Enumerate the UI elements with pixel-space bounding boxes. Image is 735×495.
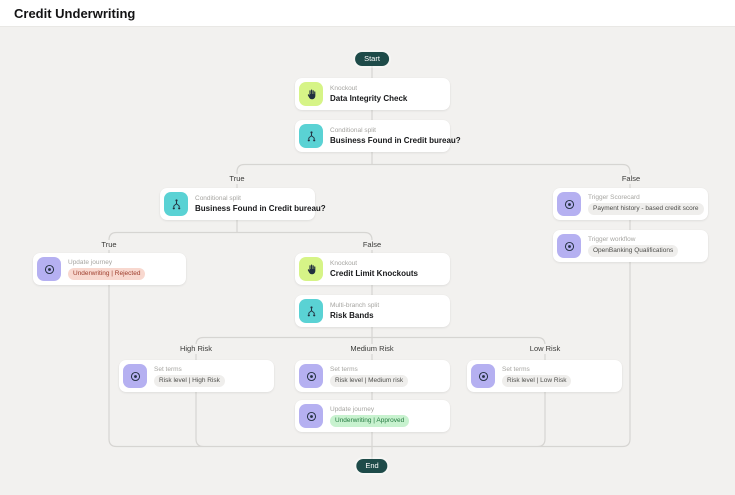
target-icon <box>123 364 147 388</box>
node-body: Trigger workflow OpenBanking Qualificati… <box>588 235 679 257</box>
node-business-found-left[interactable]: Conditional split Business Found in Cred… <box>160 188 326 220</box>
node-set-terms-high[interactable]: Set terms Risk level | High Risk <box>119 360 274 392</box>
node-body: Trigger Scorecard Payment history - base… <box>588 194 704 215</box>
node-title: Business Found in Credit bureau? <box>330 136 461 145</box>
node-body: Knockout Data Integrity Check <box>330 85 407 103</box>
hand-icon <box>299 82 323 106</box>
target-icon <box>557 192 581 216</box>
node-body: Set terms Risk level | Medium risk <box>330 365 409 387</box>
node-title: Risk Bands <box>330 311 374 320</box>
node-set-terms-medium[interactable]: Set terms Risk level | Medium risk <box>295 360 450 392</box>
target-icon <box>471 364 495 388</box>
node-chip: Risk level | High Risk <box>154 374 225 387</box>
node-type-label: Knockout <box>330 85 358 92</box>
branch-label-low-risk: Low Risk <box>526 344 564 354</box>
node-title: Credit Limit Knockouts <box>330 269 419 278</box>
start-node[interactable]: Start <box>355 52 389 66</box>
node-chip: Payment history - based credit score <box>588 202 704 215</box>
branch-label-split1-true: True <box>226 174 248 184</box>
branch-split-icon <box>164 192 188 216</box>
end-node[interactable]: End <box>356 459 388 473</box>
target-icon <box>299 364 323 388</box>
node-type-label: Set terms <box>502 365 530 373</box>
node-chip: Underwriting | Rejected <box>68 267 146 280</box>
node-chip: Risk level | Low Risk <box>502 374 572 387</box>
node-body: Multi-branch split Risk Bands <box>330 302 379 320</box>
node-body: Update journey Underwriting | Approved <box>330 405 410 427</box>
node-type-label: Set terms <box>330 365 358 373</box>
hand-icon <box>299 257 323 281</box>
node-title: Business Found in Credit bureau? <box>195 204 326 213</box>
branch-label-split2-true: True <box>98 240 120 250</box>
branch-label-high-risk: High Risk <box>176 344 216 354</box>
node-business-found-top[interactable]: Conditional split Business Found in Cred… <box>295 120 461 152</box>
app-header: Credit Underwriting <box>0 0 735 27</box>
node-chip: OpenBanking Qualifications <box>588 244 679 257</box>
node-type-label: Trigger Scorecard <box>588 193 640 201</box>
node-data-integrity-check[interactable]: Knockout Data Integrity Check <box>295 78 450 110</box>
branch-label-split2-false: False <box>359 240 385 250</box>
node-trigger-workflow[interactable]: Trigger workflow OpenBanking Qualificati… <box>553 230 708 262</box>
node-type-label: Set terms <box>154 365 182 373</box>
node-type-label: Conditional split <box>195 195 241 202</box>
branch-split-icon <box>299 299 323 323</box>
node-chip: Risk level | Medium risk <box>330 374 409 387</box>
node-type-label: Knockout <box>330 260 358 267</box>
node-title: Data Integrity Check <box>330 94 408 103</box>
target-icon <box>557 234 581 258</box>
branch-split-icon <box>299 124 323 148</box>
node-update-journey-rejected[interactable]: Update journey Underwriting | Rejected <box>33 253 186 285</box>
node-set-terms-low[interactable]: Set terms Risk level | Low Risk <box>467 360 622 392</box>
branch-label-split1-false: False <box>618 174 644 184</box>
connector-split2 <box>108 220 373 253</box>
node-update-journey-approved[interactable]: Update journey Underwriting | Approved <box>295 400 450 432</box>
node-body: Update journey Underwriting | Rejected <box>68 258 146 280</box>
node-type-label: Update journey <box>330 405 375 413</box>
node-type-label: Multi-branch split <box>330 302 380 309</box>
connector-merge <box>108 262 631 448</box>
node-trigger-scorecard[interactable]: Trigger Scorecard Payment history - base… <box>553 188 708 220</box>
node-type-label: Conditional split <box>330 127 376 134</box>
node-type-label: Trigger workflow <box>588 235 636 243</box>
page-title: Credit Underwriting <box>14 5 136 21</box>
target-icon <box>299 404 323 428</box>
node-body: Knockout Credit Limit Knockouts <box>330 260 418 278</box>
node-type-label: Update journey <box>68 258 113 266</box>
node-body: Set terms Risk level | High Risk <box>154 366 225 387</box>
node-risk-bands[interactable]: Multi-branch split Risk Bands <box>295 295 450 327</box>
node-body: Set terms Risk level | Low Risk <box>502 365 572 387</box>
branch-label-medium-risk: Medium Risk <box>347 344 397 354</box>
node-chip: Underwriting | Approved <box>330 414 410 427</box>
node-body: Conditional split Business Found in Cred… <box>195 195 326 213</box>
node-body: Conditional split Business Found in Cred… <box>330 127 461 145</box>
connector-split1 <box>236 152 631 188</box>
target-icon <box>37 257 61 281</box>
node-credit-limit-knockouts[interactable]: Knockout Credit Limit Knockouts <box>295 253 450 285</box>
